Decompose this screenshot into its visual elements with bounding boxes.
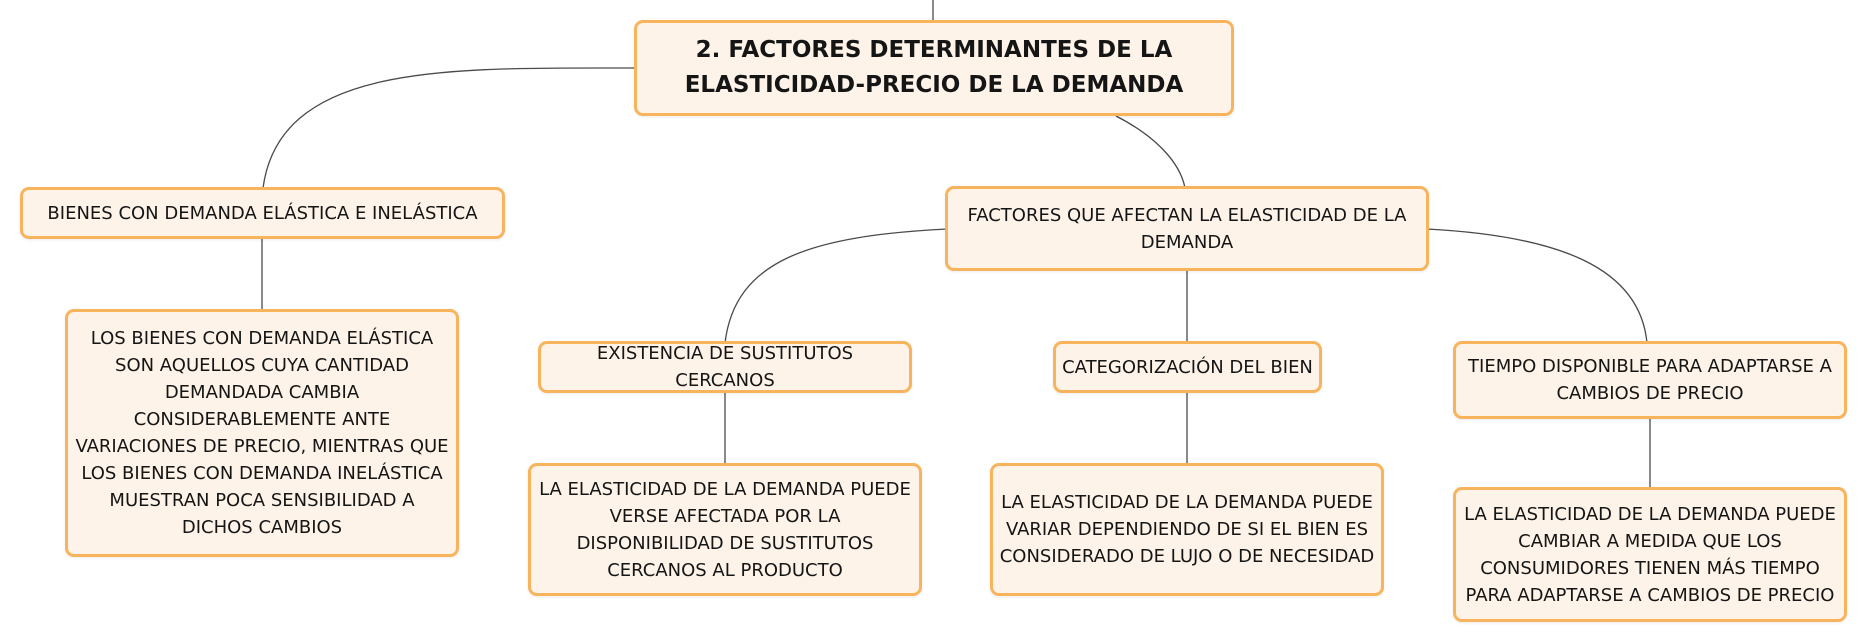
categorizacion-detail-text: LA ELASTICIDAD DE LA DEMANDA PUEDE VARIA…: [999, 492, 1375, 567]
bienes-detail-text: LOS BIENES CON DEMANDA ELÁSTICA SON AQUE…: [75, 328, 449, 538]
sustitutos-detail-node[interactable]: LA ELASTICIDAD DE LA DEMANDA PUEDE VERSE…: [528, 463, 922, 596]
bienes-label: BIENES CON DEMANDA ELÁSTICA E INELÁSTICA: [47, 202, 478, 224]
sustitutos-detail-text: LA ELASTICIDAD DE LA DEMANDA PUEDE VERSE…: [539, 478, 911, 581]
tiempo-node[interactable]: TIEMPO DISPONIBLE PARA ADAPTARSE A CAMBI…: [1453, 341, 1847, 419]
tiempo-detail-text: LA ELASTICIDAD DE LA DEMANDA PUEDE CAMBI…: [1464, 503, 1836, 606]
tiempo-label: TIEMPO DISPONIBLE PARA ADAPTARSE A CAMBI…: [1468, 356, 1832, 404]
bienes-node[interactable]: BIENES CON DEMANDA ELÁSTICA E INELÁSTICA: [20, 187, 505, 239]
categorizacion-node[interactable]: CATEGORIZACIÓN DEL BIEN: [1053, 341, 1322, 393]
connector-root-to-factores: [1115, 115, 1186, 189]
connector-factores-to-tiempo: [1426, 228, 1648, 344]
categorizacion-detail-node[interactable]: LA ELASTICIDAD DE LA DEMANDA PUEDE VARIA…: [990, 463, 1384, 596]
factores-node[interactable]: FACTORES QUE AFECTAN LA ELASTICIDAD DE L…: [945, 186, 1429, 271]
sustitutos-node[interactable]: EXISTENCIA DE SUSTITUTOS CERCANOS: [538, 341, 912, 393]
factores-label: FACTORES QUE AFECTAN LA ELASTICIDAD DE L…: [967, 204, 1407, 253]
tiempo-detail-node[interactable]: LA ELASTICIDAD DE LA DEMANDA PUEDE CAMBI…: [1453, 487, 1847, 622]
connector-root-to-bienes: [262, 67, 635, 189]
bienes-detail-node[interactable]: LOS BIENES CON DEMANDA ELÁSTICA SON AQUE…: [65, 309, 459, 557]
categorizacion-label: CATEGORIZACIÓN DEL BIEN: [1062, 356, 1313, 378]
root-topic-node[interactable]: 2. FACTORES DETERMINANTES DE LA ELASTICI…: [634, 20, 1234, 116]
root-topic-label: 2. FACTORES DETERMINANTES DE LA ELASTICI…: [684, 37, 1184, 98]
connector-factores-to-sustitutos: [724, 228, 948, 344]
sustitutos-label: EXISTENCIA DE SUSTITUTOS CERCANOS: [596, 343, 854, 391]
